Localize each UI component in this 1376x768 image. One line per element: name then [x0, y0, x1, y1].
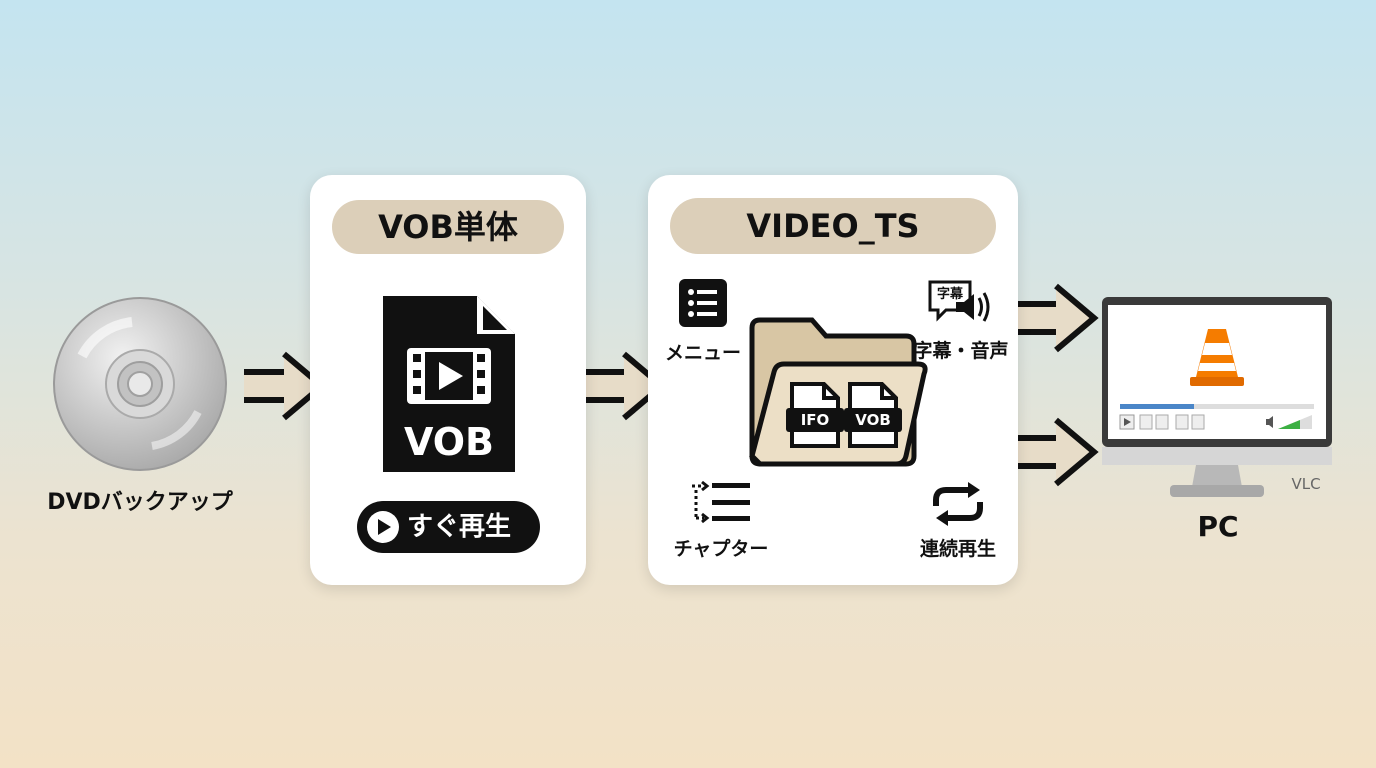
instant-play-label: すぐ再生 — [407, 512, 512, 542]
folder-icon — [749, 317, 928, 467]
vob-card-title: VOB単体 — [332, 200, 564, 254]
play-circle-icon — [367, 511, 399, 543]
feature-label-menu: メニュー — [664, 342, 741, 364]
subtitle-audio-icon — [928, 280, 990, 322]
subtitle-badge-text: 字幕 — [936, 287, 963, 302]
pc-label: PC — [1197, 510, 1239, 543]
arrow-right-icon — [1016, 283, 1099, 353]
instant-play-button[interactable]: すぐ再生 — [357, 501, 540, 553]
chapter-list-icon — [692, 480, 750, 524]
arrow-right-icon — [1016, 417, 1099, 487]
video-file-icon — [383, 296, 515, 472]
player-label: VLC — [1291, 475, 1321, 493]
dvd-disc-icon — [53, 297, 227, 471]
file-type-label: VOB — [403, 420, 494, 464]
feature-label-continuous-play: 連続再生 — [919, 538, 996, 560]
feature-label-subtitle-audio: 字幕・音声 — [913, 340, 1009, 362]
dvd-backup-label: DVDバックアップ — [47, 490, 233, 515]
folder-file-ifo: IFO — [800, 411, 830, 429]
repeat-icon — [933, 482, 983, 526]
folder-file-vob: VOB — [855, 411, 891, 429]
video-ts-card-title: VIDEO_TS — [670, 198, 996, 254]
menu-list-icon — [679, 279, 727, 327]
feature-label-chapter: チャプター — [673, 538, 769, 560]
vlc-cone-icon — [1190, 329, 1244, 386]
